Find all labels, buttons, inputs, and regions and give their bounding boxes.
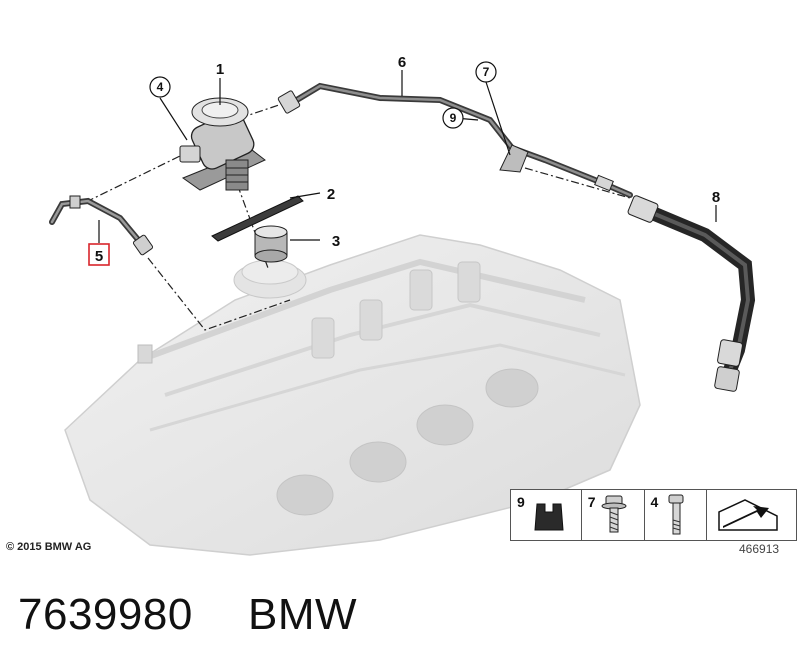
callout-5-highlight	[88, 243, 110, 266]
leader-lines	[98, 70, 717, 243]
bmw-arrow-symbol-icon	[718, 499, 779, 531]
drawing-id: 466913	[739, 542, 780, 556]
legend-item-4: 4	[645, 490, 708, 540]
callout-circles	[149, 61, 497, 129]
part-number: 7639980	[18, 590, 193, 639]
legend-item-7: 7	[582, 490, 645, 540]
screw-icon	[601, 495, 627, 533]
brand-name: BMW	[248, 590, 358, 639]
legend-label: 7	[587, 494, 596, 510]
high-pressure-pump	[179, 97, 266, 191]
parts-diagram: 1 2 3 4 5 6 7 8 9	[49, 54, 756, 556]
callout-3: 3	[332, 233, 340, 250]
callout-6: 6	[398, 54, 406, 71]
fuel-line-6	[277, 82, 633, 198]
callout-2: 2	[327, 186, 335, 203]
rubber-grommet-icon	[534, 503, 564, 531]
fuel-pipe-5	[49, 195, 154, 256]
fuel-hose-8	[627, 195, 756, 392]
callout-7: 7	[483, 65, 490, 79]
callout-4: 4	[157, 80, 164, 94]
gasket-2	[211, 195, 304, 242]
copyright-notice: © 2015 BMW AG	[6, 541, 92, 553]
callout-1: 1	[216, 61, 224, 78]
legend-label: 4	[650, 494, 659, 510]
callout-9: 9	[450, 111, 457, 125]
callout-8: 8	[712, 189, 720, 206]
legend-item-9: 9	[511, 490, 582, 540]
fastener-legend: 9 7 4	[510, 489, 797, 541]
legend-label: 9	[517, 494, 525, 510]
legend-item-symbol	[707, 490, 796, 540]
roller-tappet-3	[254, 225, 288, 263]
callout-5: 5	[95, 248, 103, 265]
callout-labels: 1 2 3 4 5 6 7 8 9	[95, 54, 720, 265]
bolt-icon	[668, 494, 684, 535]
